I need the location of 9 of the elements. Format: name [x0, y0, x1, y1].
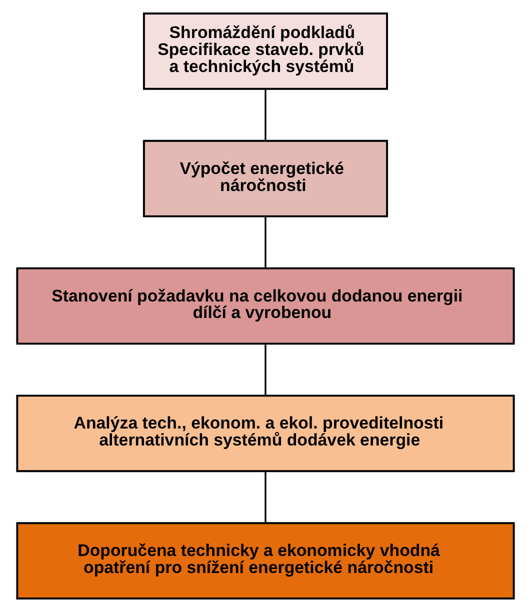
connector: [264, 471, 266, 523]
node-box: Analýza tech., ekonom. a ekol. proveditelnosti alternativních systémů dodávek energie: [16, 394, 515, 472]
node-box: Stanovení požadavku na celkovou dodanou energii dílčí a vyrobenou: [16, 267, 515, 345]
node-box: Výpočet energetické náročnosti: [142, 140, 388, 218]
node-box: Shromáždění podkladů Specifikace staveb. prvků a technických systémů: [142, 12, 388, 90]
connector: [264, 88, 266, 141]
connector: [264, 344, 266, 396]
node-box: Doporučena technicky a ekonomicky vhodná opatření pro snížení energetické náročnosti: [16, 522, 515, 600]
connector: [264, 216, 266, 268]
